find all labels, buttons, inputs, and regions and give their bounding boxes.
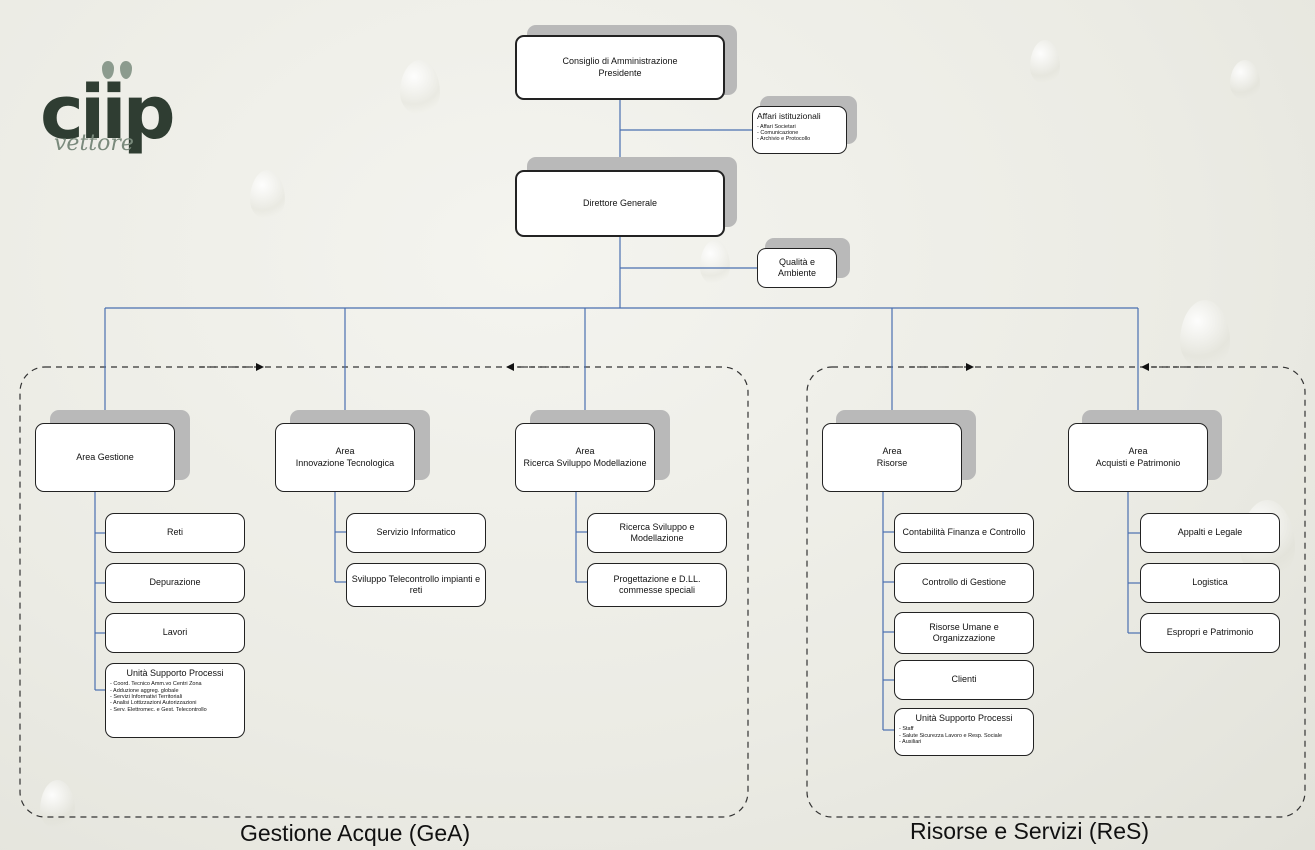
- logo-wordmark: ciip: [40, 70, 176, 156]
- logo-drop-icon: [120, 61, 132, 79]
- usp-gestione-list: - Coord. Tecnico Amm.vo Centri Zona - Ad…: [110, 681, 240, 713]
- logo-drop-icon: [102, 61, 114, 79]
- area-innovazione-line2: Innovazione Tecnologica: [295, 457, 395, 468]
- servizio-informatico-label: Servizio Informatico: [376, 527, 456, 538]
- background-droplet: [1030, 40, 1060, 85]
- qualita-line2: Ambiente: [777, 268, 817, 278]
- ciip-vettore-logo: ciip vettore: [40, 55, 210, 165]
- node-usp-gestione[interactable]: Unità Supporto Processi - Coord. Tecnico…: [105, 663, 245, 738]
- node-controllo-gestione[interactable]: Controllo di Gestione: [894, 563, 1034, 603]
- node-direttore-generale[interactable]: Direttore Generale: [515, 170, 725, 237]
- controllo-gestione-label: Controllo di Gestione: [921, 577, 1007, 588]
- node-consiglio-presidente[interactable]: Consiglio di Amministrazione Presidente: [515, 35, 725, 100]
- clienti-label: Clienti: [951, 674, 977, 685]
- affari-item: - Affari Societari: [757, 123, 796, 130]
- node-area-risorse[interactable]: Area Risorse: [822, 423, 962, 492]
- appalti-label: Appalti e Legale: [1177, 527, 1243, 538]
- affari-list: - Affari Societari - Comunicazione - Arc…: [757, 124, 842, 143]
- affari-item: - Archivio e Protocollo: [757, 136, 811, 143]
- node-consiglio-label: Consiglio di Amministrazione: [562, 56, 678, 67]
- logo-subtitle: vettore: [54, 131, 134, 156]
- logistica-label: Logistica: [1192, 577, 1228, 588]
- depurazione-label: Depurazione: [149, 577, 201, 588]
- node-espropri[interactable]: Espropri e Patrimonio: [1140, 613, 1280, 653]
- node-progettazione[interactable]: Progettazione e D.LL. commesse speciali: [587, 563, 727, 607]
- node-area-ricerca[interactable]: Area Ricerca Sviluppo Modellazione: [515, 423, 655, 492]
- node-area-acquisti[interactable]: Area Acquisti e Patrimonio: [1068, 423, 1208, 492]
- node-area-gestione[interactable]: Area Gestione: [35, 423, 175, 492]
- background-droplet: [40, 780, 75, 830]
- group-label-gea: Gestione Acque (GeA): [240, 820, 471, 846]
- node-servizio-informatico[interactable]: Servizio Informatico: [346, 513, 486, 553]
- area-ricerca-line1: Area: [575, 446, 595, 457]
- group-label-res: Risorse e Servizi (ReS): [910, 818, 1149, 844]
- qualita-line1: Qualità e: [778, 256, 816, 267]
- usp-risorse-item: - Ausiliari: [899, 738, 922, 745]
- node-qualita-ambiente[interactable]: Qualità e Ambiente: [757, 248, 837, 288]
- area-acquisti-line1: Area: [1128, 446, 1148, 457]
- node-contabilita[interactable]: Contabilità Finanza e Controllo: [894, 513, 1034, 553]
- node-affari-istituzionali[interactable]: Affari istituzionali - Affari Societari …: [752, 106, 847, 154]
- background-droplet: [700, 240, 730, 285]
- area-acquisti-line2: Acquisti e Patrimonio: [1095, 457, 1181, 468]
- node-usp-risorse[interactable]: Unità Supporto Processi - Staff - Salute…: [894, 708, 1034, 756]
- usp-risorse-title: Unità Supporto Processi: [915, 713, 1013, 723]
- reti-label: Reti: [166, 527, 183, 538]
- node-logistica[interactable]: Logistica: [1140, 563, 1280, 603]
- espropri-label: Espropri e Patrimonio: [1166, 627, 1254, 638]
- node-presidente-label: Presidente: [598, 67, 642, 78]
- sviluppo-line1: Sviluppo Telecontrollo impianti e: [351, 573, 481, 584]
- node-risorse-umane[interactable]: Risorse Umane e Organizzazione: [894, 612, 1034, 654]
- node-clienti[interactable]: Clienti: [894, 660, 1034, 700]
- sviluppo-line2: reti: [409, 585, 423, 595]
- background-droplet: [400, 60, 440, 115]
- area-ricerca-line2: Ricerca Sviluppo Modellazione: [523, 457, 647, 468]
- ricerca-sviluppo-label: Ricerca Sviluppo e Modellazione: [619, 521, 695, 543]
- risorse-umane-line1: Risorse Umane e: [929, 621, 999, 632]
- background-droplet: [1230, 60, 1260, 100]
- area-gestione-label: Area Gestione: [76, 451, 134, 462]
- affari-item: - Comunicazione: [757, 129, 799, 136]
- node-area-innovazione[interactable]: Area Innovazione Tecnologica: [275, 423, 415, 492]
- progettazione-line2: commesse speciali: [618, 585, 696, 595]
- node-ricerca-sviluppo[interactable]: Ricerca Sviluppo e Modellazione: [587, 513, 727, 553]
- node-reti[interactable]: Reti: [105, 513, 245, 553]
- area-innovazione-line1: Area: [335, 446, 355, 457]
- node-lavori[interactable]: Lavori: [105, 613, 245, 653]
- lavori-label: Lavori: [162, 627, 188, 638]
- background-droplet: [250, 170, 285, 220]
- node-appalti-legale[interactable]: Appalti e Legale: [1140, 513, 1280, 553]
- background-droplet: [1180, 300, 1230, 370]
- usp-risorse-list: - Staff - Salute Sicurezza Lavoro e Resp…: [899, 726, 1029, 745]
- node-sviluppo-telecontrollo[interactable]: Sviluppo Telecontrollo impianti e reti: [346, 563, 486, 607]
- node-depurazione[interactable]: Depurazione: [105, 563, 245, 603]
- risorse-umane-line2: Organizzazione: [932, 633, 996, 643]
- contabilita-label: Contabilità Finanza e Controllo: [902, 527, 1026, 538]
- usp-gestione-title: Unità Supporto Processi: [126, 668, 224, 678]
- area-risorse-line2: Risorse: [876, 457, 908, 468]
- affari-title: Affari istituzionali: [757, 111, 821, 121]
- area-risorse-line1: Area: [882, 446, 902, 457]
- usp-gestione-item: - Serv. Elettromec. e Gest. Telecontroll…: [110, 706, 207, 713]
- direttore-label: Direttore Generale: [582, 197, 658, 208]
- progettazione-line1: Progettazione e D.LL.: [613, 573, 701, 584]
